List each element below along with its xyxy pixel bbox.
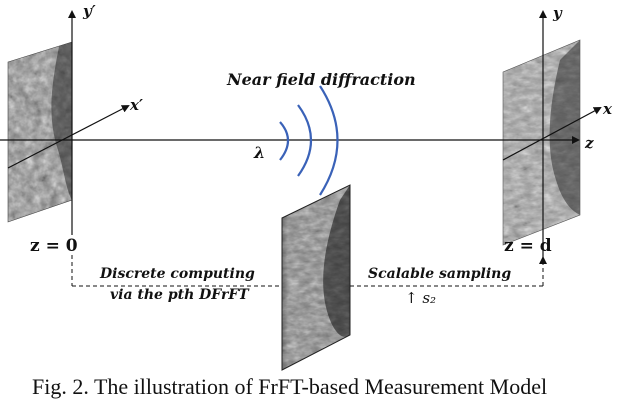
right-step-label: Scalable sampling [368,266,512,282]
diagram-title: Near field diffraction [227,70,416,89]
source-plane [7,41,73,223]
target-plane [502,39,581,246]
left-step-line-1: Discrete computing [100,266,255,282]
target-x-axis-label: x [603,100,612,118]
source-axes [7,10,130,235]
computed-plane [281,184,351,371]
source-plane-label: z = 0 [30,236,78,256]
source-x-axis-label: x′ [130,96,143,114]
target-y-axis-label: y [553,4,562,22]
wavelength-label: λ [254,143,266,162]
target-plane-label: z = d [504,236,552,256]
wavefront-arcs [279,85,339,196]
sampling-symbol: ↑ s₂ [405,289,437,307]
source-y-axis-label: y′ [83,2,96,20]
left-step-line-2: via the pth DFrFT [110,287,249,303]
z-axis-label: z [585,134,594,152]
target-axes [502,10,602,262]
figure-caption: Fig. 2. The illustration of FrFT-based M… [32,374,548,399]
flow-dashed-lines [71,255,547,287]
